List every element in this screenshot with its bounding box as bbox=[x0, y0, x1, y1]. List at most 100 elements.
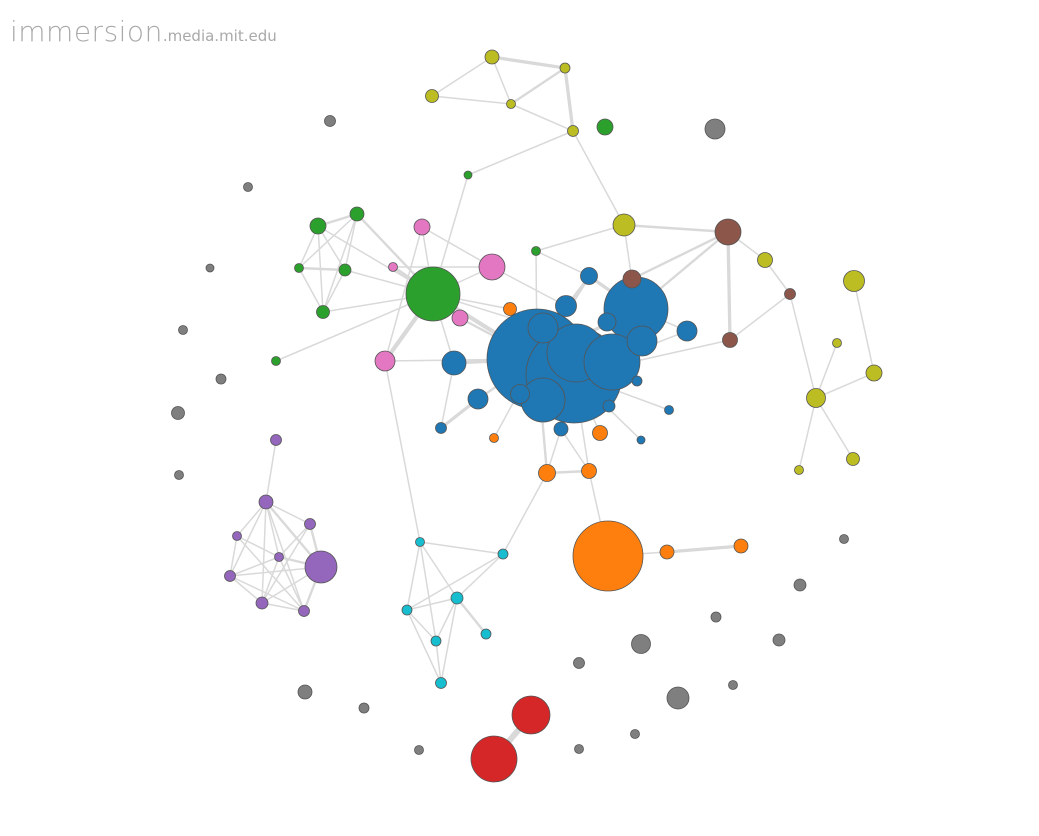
contact-node-orange[interactable] bbox=[733, 538, 749, 554]
contact-node-olive[interactable] bbox=[559, 62, 571, 74]
contact-node-olive[interactable] bbox=[506, 99, 516, 109]
contact-node-blue[interactable] bbox=[553, 421, 569, 437]
contact-node-gray[interactable] bbox=[243, 182, 253, 192]
contact-node-orange[interactable] bbox=[538, 464, 556, 482]
contact-node-blue[interactable] bbox=[441, 350, 467, 376]
contact-node-gray[interactable] bbox=[573, 657, 585, 669]
contact-node-purple[interactable] bbox=[270, 434, 282, 446]
contact-node-green[interactable] bbox=[405, 266, 461, 322]
contact-node-purple[interactable] bbox=[274, 552, 284, 562]
contact-node-gray[interactable] bbox=[728, 680, 738, 690]
contact-node-gray[interactable] bbox=[215, 373, 227, 385]
contact-node-gray[interactable] bbox=[630, 729, 640, 739]
contact-node-pink[interactable] bbox=[413, 218, 431, 236]
graph-edge bbox=[789, 293, 817, 399]
contact-node-gray[interactable] bbox=[710, 611, 722, 623]
contact-node-olive[interactable] bbox=[612, 213, 636, 237]
contact-node-purple[interactable] bbox=[304, 550, 338, 584]
contact-node-gray[interactable] bbox=[297, 684, 313, 700]
contact-node-olive[interactable] bbox=[567, 125, 579, 137]
contact-node-blue[interactable] bbox=[527, 312, 559, 344]
contact-node-cyan[interactable] bbox=[480, 628, 492, 640]
contact-node-brown[interactable] bbox=[722, 332, 738, 348]
contact-node-pink[interactable] bbox=[374, 350, 396, 372]
contact-node-brown[interactable] bbox=[622, 269, 642, 289]
contact-node-purple[interactable] bbox=[298, 605, 310, 617]
contact-node-blue[interactable] bbox=[467, 388, 489, 410]
contact-node-green[interactable] bbox=[349, 206, 365, 222]
contact-node-pink[interactable] bbox=[478, 253, 506, 281]
contact-node-cyan[interactable] bbox=[430, 635, 442, 647]
contact-node-purple[interactable] bbox=[255, 596, 269, 610]
contact-node-olive[interactable] bbox=[806, 388, 826, 408]
contact-node-orange[interactable] bbox=[572, 520, 644, 592]
contact-node-gray[interactable] bbox=[704, 118, 726, 140]
contact-node-purple[interactable] bbox=[232, 531, 242, 541]
contact-node-olive[interactable] bbox=[865, 364, 883, 382]
contact-node-green[interactable] bbox=[316, 305, 330, 319]
contact-node-orange[interactable] bbox=[489, 433, 499, 443]
graph-edge bbox=[560, 428, 590, 472]
contact-node-cyan[interactable] bbox=[401, 604, 413, 616]
contact-node-pink[interactable] bbox=[388, 262, 398, 272]
contact-node-orange[interactable] bbox=[581, 463, 597, 479]
contact-node-purple[interactable] bbox=[224, 570, 236, 582]
contact-node-olive[interactable] bbox=[484, 49, 500, 65]
contact-node-gray[interactable] bbox=[772, 633, 786, 647]
graph-edge bbox=[535, 250, 590, 277]
contact-node-gray[interactable] bbox=[414, 745, 424, 755]
contact-node-olive[interactable] bbox=[846, 452, 860, 466]
contact-node-blue[interactable] bbox=[676, 320, 698, 342]
contact-node-blue[interactable] bbox=[636, 435, 646, 445]
contact-node-gray[interactable] bbox=[358, 702, 370, 714]
contact-node-olive[interactable] bbox=[832, 338, 842, 348]
contact-node-blue[interactable] bbox=[510, 384, 530, 404]
contact-node-cyan[interactable] bbox=[415, 537, 425, 547]
contact-node-gray[interactable] bbox=[171, 406, 185, 420]
contact-node-brown[interactable] bbox=[784, 288, 796, 300]
contact-node-blue[interactable] bbox=[435, 422, 447, 434]
contact-node-gray[interactable] bbox=[574, 744, 584, 754]
contact-node-cyan[interactable] bbox=[497, 548, 509, 560]
contact-node-brown[interactable] bbox=[714, 218, 742, 246]
contact-node-blue[interactable] bbox=[602, 399, 616, 413]
contact-node-orange[interactable] bbox=[659, 544, 675, 560]
contact-node-red[interactable] bbox=[470, 735, 518, 783]
contact-node-olive[interactable] bbox=[794, 465, 804, 475]
contact-node-olive[interactable] bbox=[425, 89, 439, 103]
contact-node-red[interactable] bbox=[511, 695, 551, 735]
contact-node-blue[interactable] bbox=[583, 333, 641, 391]
contact-node-blue[interactable] bbox=[555, 295, 577, 317]
contact-node-blue[interactable] bbox=[664, 405, 674, 415]
contact-node-green[interactable] bbox=[596, 118, 614, 136]
contact-node-blue[interactable] bbox=[631, 375, 643, 387]
contact-node-purple[interactable] bbox=[304, 518, 316, 530]
contact-node-green[interactable] bbox=[271, 356, 281, 366]
contact-node-cyan[interactable] bbox=[435, 677, 447, 689]
contact-node-green[interactable] bbox=[309, 217, 327, 235]
contact-node-orange[interactable] bbox=[592, 425, 608, 441]
contact-node-blue[interactable] bbox=[626, 325, 658, 357]
contact-node-gray[interactable] bbox=[631, 634, 651, 654]
app-logo[interactable]: immersion.media.mit.edu bbox=[10, 18, 277, 46]
contact-node-purple[interactable] bbox=[258, 494, 274, 510]
contact-node-green[interactable] bbox=[463, 170, 473, 180]
contact-node-gray[interactable] bbox=[839, 534, 849, 544]
contact-node-olive[interactable] bbox=[843, 270, 865, 292]
contact-node-gray[interactable] bbox=[666, 686, 690, 710]
contact-node-blue[interactable] bbox=[597, 312, 617, 332]
contact-node-blue[interactable] bbox=[580, 267, 598, 285]
contact-node-gray[interactable] bbox=[178, 325, 188, 335]
contact-node-cyan[interactable] bbox=[450, 591, 464, 605]
contact-node-gray[interactable] bbox=[324, 115, 336, 127]
contact-node-green[interactable] bbox=[294, 263, 304, 273]
contact-node-orange[interactable] bbox=[503, 302, 517, 316]
contact-node-green[interactable] bbox=[531, 246, 541, 256]
contact-node-gray[interactable] bbox=[793, 578, 807, 592]
contact-node-pink[interactable] bbox=[451, 309, 469, 327]
contact-node-gray[interactable] bbox=[205, 263, 215, 273]
contact-node-gray[interactable] bbox=[174, 470, 184, 480]
contact-node-green[interactable] bbox=[338, 263, 352, 277]
contact-node-olive[interactable] bbox=[757, 252, 773, 268]
